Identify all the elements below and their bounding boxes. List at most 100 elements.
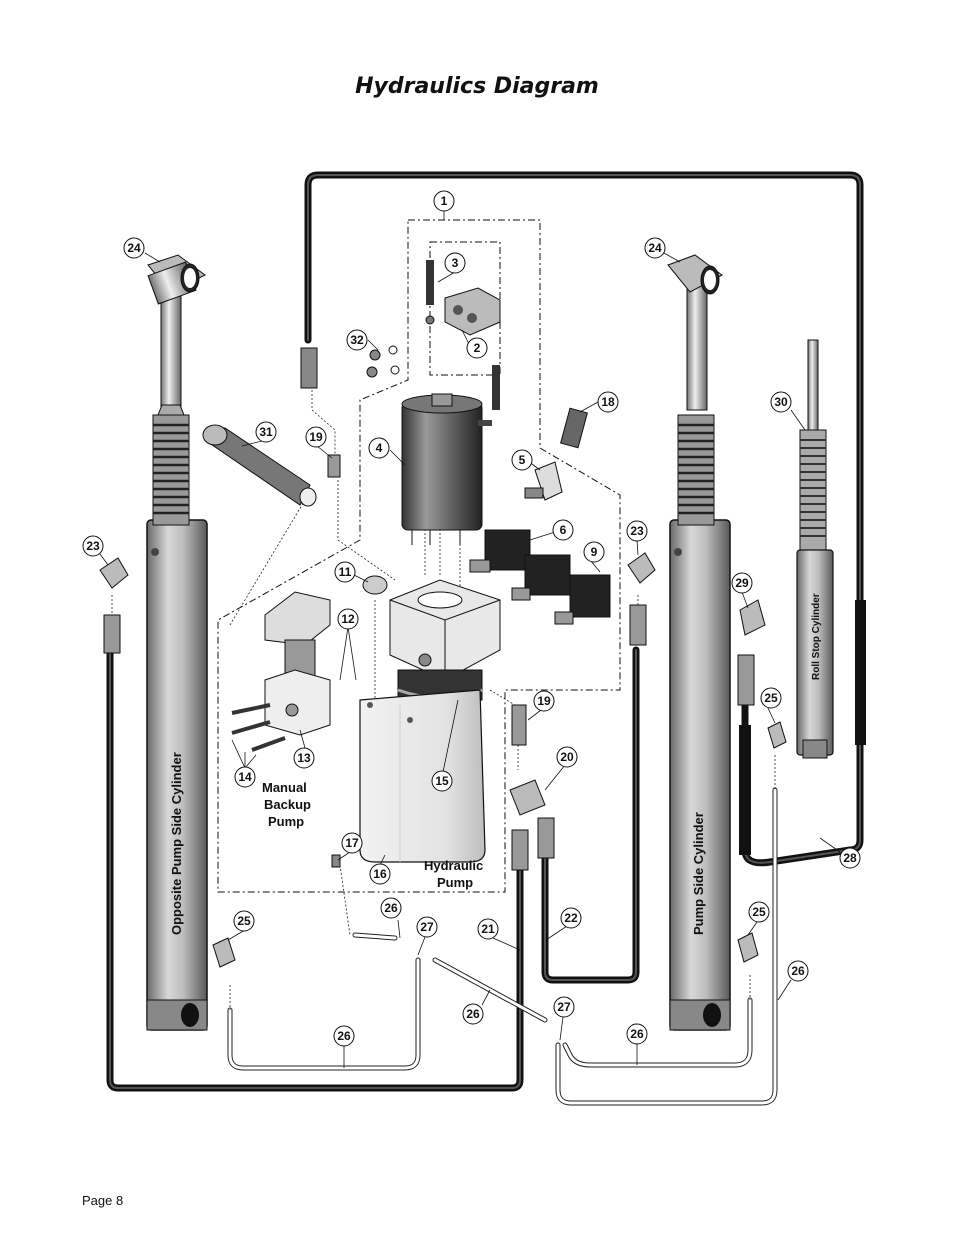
roll-stop-cylinder-label: Roll Stop Cylinder: [811, 593, 822, 680]
callout-27b: 27: [553, 996, 575, 1018]
hydraulic-pump-label-2: Pump: [437, 875, 473, 890]
part-3: [426, 260, 434, 305]
motor: [401, 393, 492, 545]
callout-12: 12: [337, 608, 359, 630]
callout-2: 2: [466, 337, 488, 359]
callout-3: 3: [444, 252, 466, 274]
svg-text:2: 2: [474, 341, 481, 355]
svg-text:32: 32: [350, 333, 364, 347]
callout-14: 14: [234, 766, 256, 788]
callout-25a: 25: [233, 910, 255, 932]
opposite-pump-side-cylinder: Opposite Pump Side Cylinder: [146, 254, 208, 1031]
manual-backup-pump-label-2: Backup: [264, 797, 311, 812]
svg-text:26: 26: [630, 1027, 644, 1041]
svg-text:15: 15: [435, 774, 449, 788]
svg-text:25: 25: [764, 691, 778, 705]
callout-23b: 23: [626, 520, 648, 542]
svg-text:25: 25: [237, 914, 251, 928]
callout-26e: 26: [787, 960, 809, 982]
callout-31: 31: [255, 421, 277, 443]
roll-stop-cylinder: Roll Stop Cylinder: [796, 339, 834, 759]
valve-assembly-2: [425, 287, 501, 336]
opposite-cylinder-label: Opposite Pump Side Cylinder: [169, 752, 184, 935]
callout-26d: 26: [626, 1023, 648, 1045]
callout-15: 15: [431, 770, 453, 792]
callout-23a: 23: [82, 535, 104, 557]
hose-28: [304, 171, 866, 867]
manual-backup-pump-label-3: Pump: [268, 814, 304, 829]
svg-text:24: 24: [648, 241, 662, 255]
svg-text:23: 23: [86, 539, 100, 553]
svg-text:20: 20: [560, 750, 574, 764]
tubing-26: [227, 787, 778, 1106]
callout-1: 1: [433, 190, 455, 212]
callout-11: 11: [334, 561, 356, 583]
callout-17: 17: [341, 832, 363, 854]
solenoid-valve-6: [469, 529, 531, 573]
svg-text:26: 26: [384, 901, 398, 915]
svg-text:30: 30: [774, 395, 788, 409]
svg-text:29: 29: [735, 576, 749, 590]
callout-28: 28: [839, 847, 861, 869]
handle-31: [202, 424, 317, 507]
svg-text:17: 17: [345, 836, 359, 850]
callout-9: 9: [583, 541, 605, 563]
sensor-18: [560, 407, 588, 449]
svg-text:28: 28: [843, 851, 857, 865]
svg-text:3: 3: [452, 256, 459, 270]
callout-30: 30: [770, 391, 792, 413]
callout-5: 5: [511, 449, 533, 471]
manual-backup-pump-label-1: Manual: [262, 780, 307, 795]
svg-text:31: 31: [259, 425, 273, 439]
hydraulic-pump-label-1: Hydraulic: [424, 858, 483, 873]
svg-text:25: 25: [752, 905, 766, 919]
callout-25c: 25: [760, 687, 782, 709]
svg-text:18: 18: [601, 395, 615, 409]
hose-29: [739, 696, 751, 855]
svg-text:13: 13: [297, 751, 311, 765]
svg-text:21: 21: [481, 922, 495, 936]
svg-text:26: 26: [791, 964, 805, 978]
page-number: Page 8: [82, 1193, 124, 1208]
solenoid-valve-9: [554, 574, 611, 625]
manual-backup-pump: Manual Backup Pump: [231, 591, 331, 829]
callout-21: 21: [477, 918, 499, 940]
pump-side-cylinder: Pump Side Cylinder: [667, 254, 731, 1031]
svg-text:1: 1: [441, 194, 448, 208]
svg-text:24: 24: [127, 241, 141, 255]
fittings-32: [366, 345, 400, 378]
callout-18: 18: [597, 391, 619, 413]
callout-13: 13: [293, 747, 315, 769]
pump-manifold-block: [389, 579, 501, 681]
callout-4: 4: [368, 437, 390, 459]
callout-22: 22: [560, 907, 582, 929]
callout-26a: 26: [380, 897, 402, 919]
assembly-boundaries: [217, 219, 621, 893]
callout-32: 32: [346, 329, 368, 351]
callout-26c: 26: [333, 1025, 355, 1047]
hose-22: [541, 646, 640, 984]
cylinder-eye-24: [667, 254, 723, 295]
svg-text:26: 26: [337, 1029, 351, 1043]
fittings-19-23-25-27: [99, 347, 787, 968]
callout-25b: 25: [748, 901, 770, 923]
solenoid-valve-9a: [511, 554, 571, 601]
pump-side-cylinder-label: Pump Side Cylinder: [691, 812, 706, 935]
page-title: Hydraulics Diagram: [355, 74, 599, 99]
svg-text:19: 19: [537, 694, 551, 708]
callout-16: 16: [369, 863, 391, 885]
svg-text:12: 12: [341, 612, 355, 626]
callout-29: 29: [731, 572, 753, 594]
cap-11: [362, 575, 388, 595]
svg-text:22: 22: [564, 911, 578, 925]
svg-text:23: 23: [630, 524, 644, 538]
svg-text:11: 11: [339, 565, 352, 579]
svg-text:4: 4: [376, 441, 383, 455]
callout-19a: 19: [305, 426, 327, 448]
svg-text:16: 16: [373, 867, 387, 881]
part-3b: [492, 365, 500, 410]
svg-text:19: 19: [309, 430, 323, 444]
callout-24a: 24: [123, 237, 145, 259]
svg-text:26: 26: [466, 1007, 480, 1021]
